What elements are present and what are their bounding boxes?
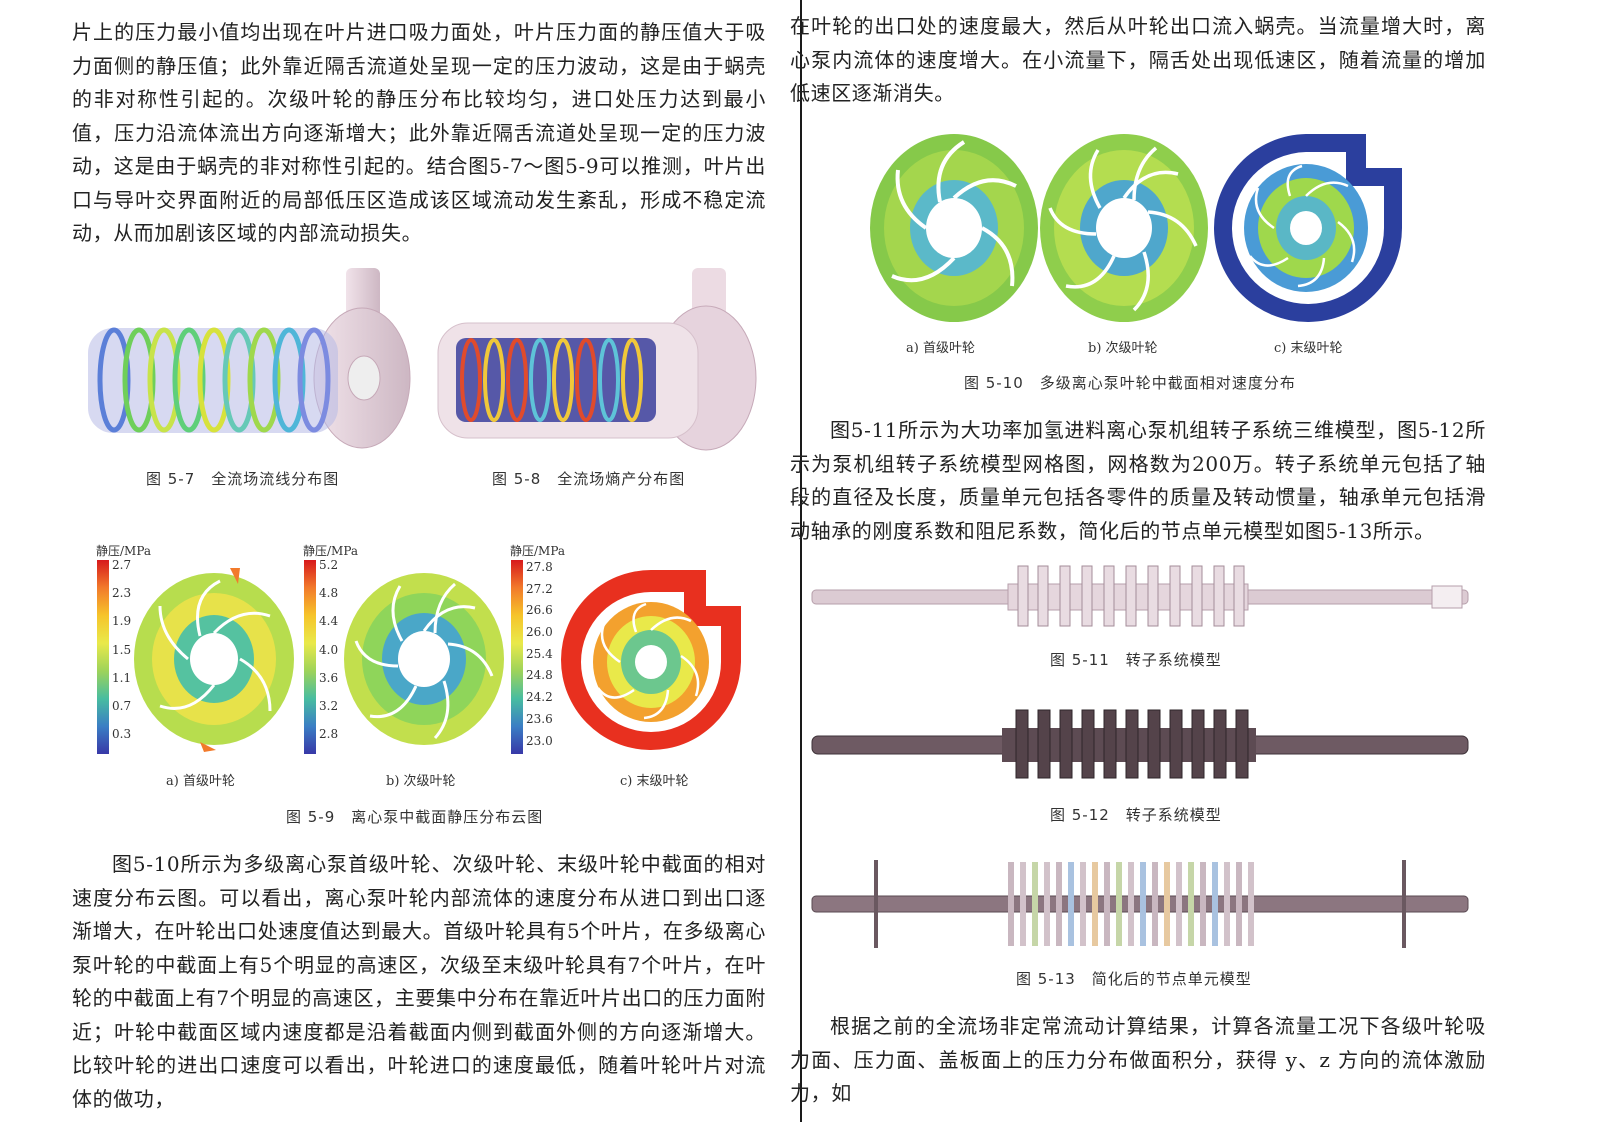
fig510-b-velocity-contour <box>1040 134 1208 322</box>
right-column: 在叶轮的出口处的速度最大，然后从叶轮出口流入蜗壳。当流量增大时，离心泵内流体的速… <box>790 0 1602 1122</box>
left-column: 片上的压力最小值均出现在叶片进口吸力面处，叶片压力面的静压值大于吸力面侧的静压值… <box>0 0 800 1122</box>
right-paragraph-1: 在叶轮的出口处的速度最大，然后从叶轮出口流入蜗壳。当流量增大时，离心泵内流体的速… <box>790 14 1486 105</box>
figure-5-13-node-element-model <box>811 860 1469 948</box>
fig59-c-impeller-contour <box>561 570 741 750</box>
figure-5-12-rotor-mesh <box>811 709 1469 779</box>
fig510-b-label: b) 次级叶轮 <box>1088 341 1158 356</box>
fig59-a-legend-title: 静压/MPa <box>96 544 152 558</box>
fig59-c-legend-title: 静压/MPa <box>510 544 566 558</box>
fig59-c-colorbar <box>511 560 523 754</box>
figure-5-7-caption: 图 5-7 全流场流线分布图 <box>146 470 340 488</box>
right-paragraph-2: 图5-11所示为大功率加氢进料离心泵机组转子系统三维模型，图5-12所示为泵机组… <box>790 418 1486 543</box>
figure-5-9-caption: 图 5-9 离心泵中截面静压分布云图 <box>286 808 544 826</box>
fig510-c-velocity-contour <box>1214 134 1402 322</box>
left-paragraph-1: 片上的压力最小值均出现在叶片进口吸力面处，叶片压力面的静压值大于吸力面侧的静压值… <box>72 20 766 245</box>
figure-5-10-caption: 图 5-10 多级离心泵叶轮中截面相对速度分布 <box>964 374 1296 392</box>
fig59-a-colorbar <box>97 560 109 754</box>
fig59-b-label: b) 次级叶轮 <box>386 774 456 789</box>
fig510-a-velocity-contour <box>870 134 1038 322</box>
right-paragraph-3: 根据之前的全流场非定常流动计算结果，计算各流量工况下各级叶轮吸力面、压力面、盖板… <box>790 1014 1486 1105</box>
figure-5-11-caption: 图 5-11 转子系统模型 <box>1050 651 1222 669</box>
fig510-a-label: a) 首级叶轮 <box>906 341 975 356</box>
fig59-b-impeller-contour <box>344 573 504 745</box>
figure-5-8-entropy-image <box>437 268 757 451</box>
figure-5-11-rotor-model <box>811 565 1469 627</box>
fig59-a-label: a) 首级叶轮 <box>166 774 235 789</box>
figure-5-8-caption: 图 5-8 全流场熵产分布图 <box>492 470 686 488</box>
fig59-b-colorbar <box>304 560 316 754</box>
fig510-c-label: c) 末级叶轮 <box>1274 341 1343 356</box>
figure-5-7-streamline-image <box>88 268 411 449</box>
figure-5-13-caption: 图 5-13 简化后的节点单元模型 <box>1016 970 1252 988</box>
figure-5-12-caption: 图 5-12 转子系统模型 <box>1050 806 1222 824</box>
fig59-a-impeller-contour <box>134 568 294 752</box>
fig59-b-legend-title: 静压/MPa <box>303 544 359 558</box>
left-paragraph-2: 图5-10所示为多级离心泵首级叶轮、次级叶轮、末级叶轮中截面的相对速度分布云图。… <box>72 852 766 1111</box>
column-divider <box>800 0 802 1122</box>
fig59-c-label: c) 末级叶轮 <box>620 774 689 789</box>
